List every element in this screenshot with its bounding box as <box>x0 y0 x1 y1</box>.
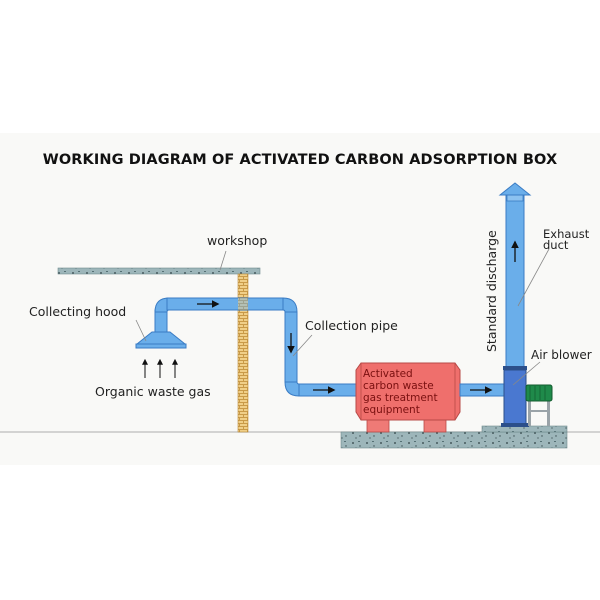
exhaust-duct <box>498 182 532 370</box>
activated-carbon-equipment <box>355 362 461 433</box>
label-collection-pipe: Collection pipe <box>305 318 398 333</box>
label-organic-waste-gas: Organic waste gas <box>95 384 211 399</box>
equipment-line-4: equipment <box>363 404 420 416</box>
label-standard-discharge: Standard discharge <box>484 230 499 352</box>
label-collecting-hood: Collecting hood <box>29 304 126 319</box>
exhaust-line-1: Exhaust <box>543 227 590 241</box>
exhaust-line-2: duct <box>543 238 569 252</box>
label-workshop: workshop <box>207 233 267 248</box>
workshop-roof <box>57 267 261 275</box>
label-equipment: Activated carbon waste gas treatment equ… <box>363 368 438 416</box>
equipment-line-1: Activated <box>363 368 413 380</box>
equipment-line-3: gas treatment <box>363 392 438 404</box>
collection-pipe <box>154 297 358 397</box>
label-air-blower: Air blower <box>531 348 592 362</box>
outlet-pipe <box>459 383 505 397</box>
workshop-wall <box>237 273 249 433</box>
diagram-title: WORKING DIAGRAM OF ACTIVATED CARBON ADSO… <box>42 152 558 168</box>
collecting-hood <box>135 331 187 349</box>
gas-inflow-arrows <box>142 358 178 378</box>
leader-lines <box>135 248 550 386</box>
air-blower <box>501 369 553 427</box>
equipment-line-2: carbon waste <box>363 380 434 392</box>
label-exhaust-duct: Exhaust duct <box>543 227 590 252</box>
diagram-background <box>0 133 600 465</box>
